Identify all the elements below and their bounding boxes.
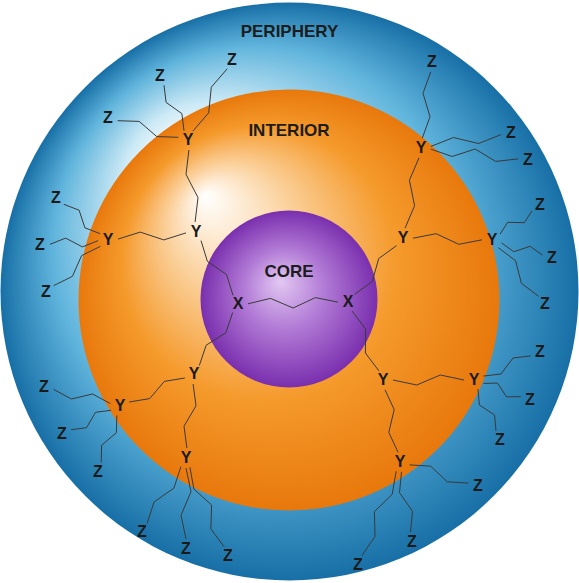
chain-line [164, 85, 184, 131]
group-letter: Y [469, 372, 480, 388]
chain-line [393, 375, 464, 385]
chain-line [101, 416, 117, 463]
group-letter: Z [495, 432, 505, 448]
group-letter: Z [523, 152, 533, 168]
chain-line [147, 467, 181, 524]
group-letter: Z [155, 68, 165, 84]
group-letter: Z [540, 296, 550, 312]
group-letter: Z [93, 464, 103, 480]
group-letter: Z [427, 54, 437, 70]
group-letter: Z [407, 534, 417, 550]
group-letter: Z [51, 190, 61, 206]
group-letter: Z [506, 125, 516, 141]
chain-line [431, 149, 518, 161]
chain-line [410, 465, 469, 483]
chain-line [355, 246, 397, 295]
group-letter: X [343, 294, 354, 310]
chain-line [199, 313, 232, 366]
group-letter: Z [535, 344, 545, 360]
chain-line [190, 467, 224, 547]
chain-line [478, 389, 496, 431]
group-letter: Z [181, 541, 191, 557]
group-letter: Y [189, 366, 200, 382]
chain-line [422, 72, 430, 138]
chain-line [400, 472, 413, 532]
chain-line [431, 135, 501, 147]
region-label: INTERIOR [78, 121, 500, 141]
group-letter: Y [103, 232, 114, 248]
group-letter: Z [525, 392, 535, 408]
group-letter: Z [103, 110, 113, 126]
group-letter: Y [416, 140, 427, 156]
region-label: PERIPHERY [0, 22, 579, 42]
circle-fill [1, 3, 579, 581]
group-letter: Z [35, 237, 45, 253]
chain-line [483, 383, 520, 397]
group-letter: Y [181, 450, 192, 466]
group-letter: Z [473, 478, 483, 494]
group-letter: Y [487, 232, 498, 248]
chain-line [54, 246, 101, 285]
circle-fill [201, 211, 378, 388]
group-letter: X [233, 296, 244, 312]
chain-line [64, 204, 100, 233]
group-letter: Y [115, 398, 126, 414]
group-letter: Y [398, 230, 409, 246]
chain-line [186, 150, 198, 222]
chain-line [413, 234, 482, 245]
group-letter: Z [41, 284, 51, 300]
chain-line [181, 468, 191, 539]
chain-line [129, 378, 185, 402]
group-letter: Z [39, 379, 49, 395]
chain-line [405, 158, 419, 228]
chain-line [483, 356, 531, 376]
chain-line [118, 121, 179, 138]
circle-fill [79, 90, 500, 511]
chain-line [118, 232, 186, 240]
group-letter: Z [137, 524, 147, 540]
chain-line [248, 298, 338, 308]
chain-line [502, 243, 543, 255]
group-letter: Z [223, 548, 233, 564]
group-letter: Z [547, 250, 557, 266]
chain-line [362, 471, 396, 555]
group-letter: Z [227, 52, 237, 68]
chain-line [54, 389, 111, 403]
group-letter: Z [57, 426, 67, 442]
chain-line [352, 311, 379, 371]
chain-line [184, 384, 196, 448]
chain-line [193, 69, 227, 131]
chain-line [498, 248, 538, 297]
chain-line [50, 238, 98, 247]
interior-ring: INTERIOR CORE [78, 89, 500, 511]
group-letter: Y [378, 372, 389, 388]
group-letter: Z [535, 197, 545, 213]
region-label: CORE [200, 262, 378, 282]
chain-line [385, 390, 398, 452]
group-letter: Y [191, 224, 202, 240]
chain-line [201, 241, 233, 296]
group-letter: Z [353, 557, 363, 573]
chain-line [71, 410, 111, 429]
group-letter: Y [183, 132, 194, 148]
group-letter: Y [395, 454, 406, 470]
chain-line [500, 211, 532, 234]
